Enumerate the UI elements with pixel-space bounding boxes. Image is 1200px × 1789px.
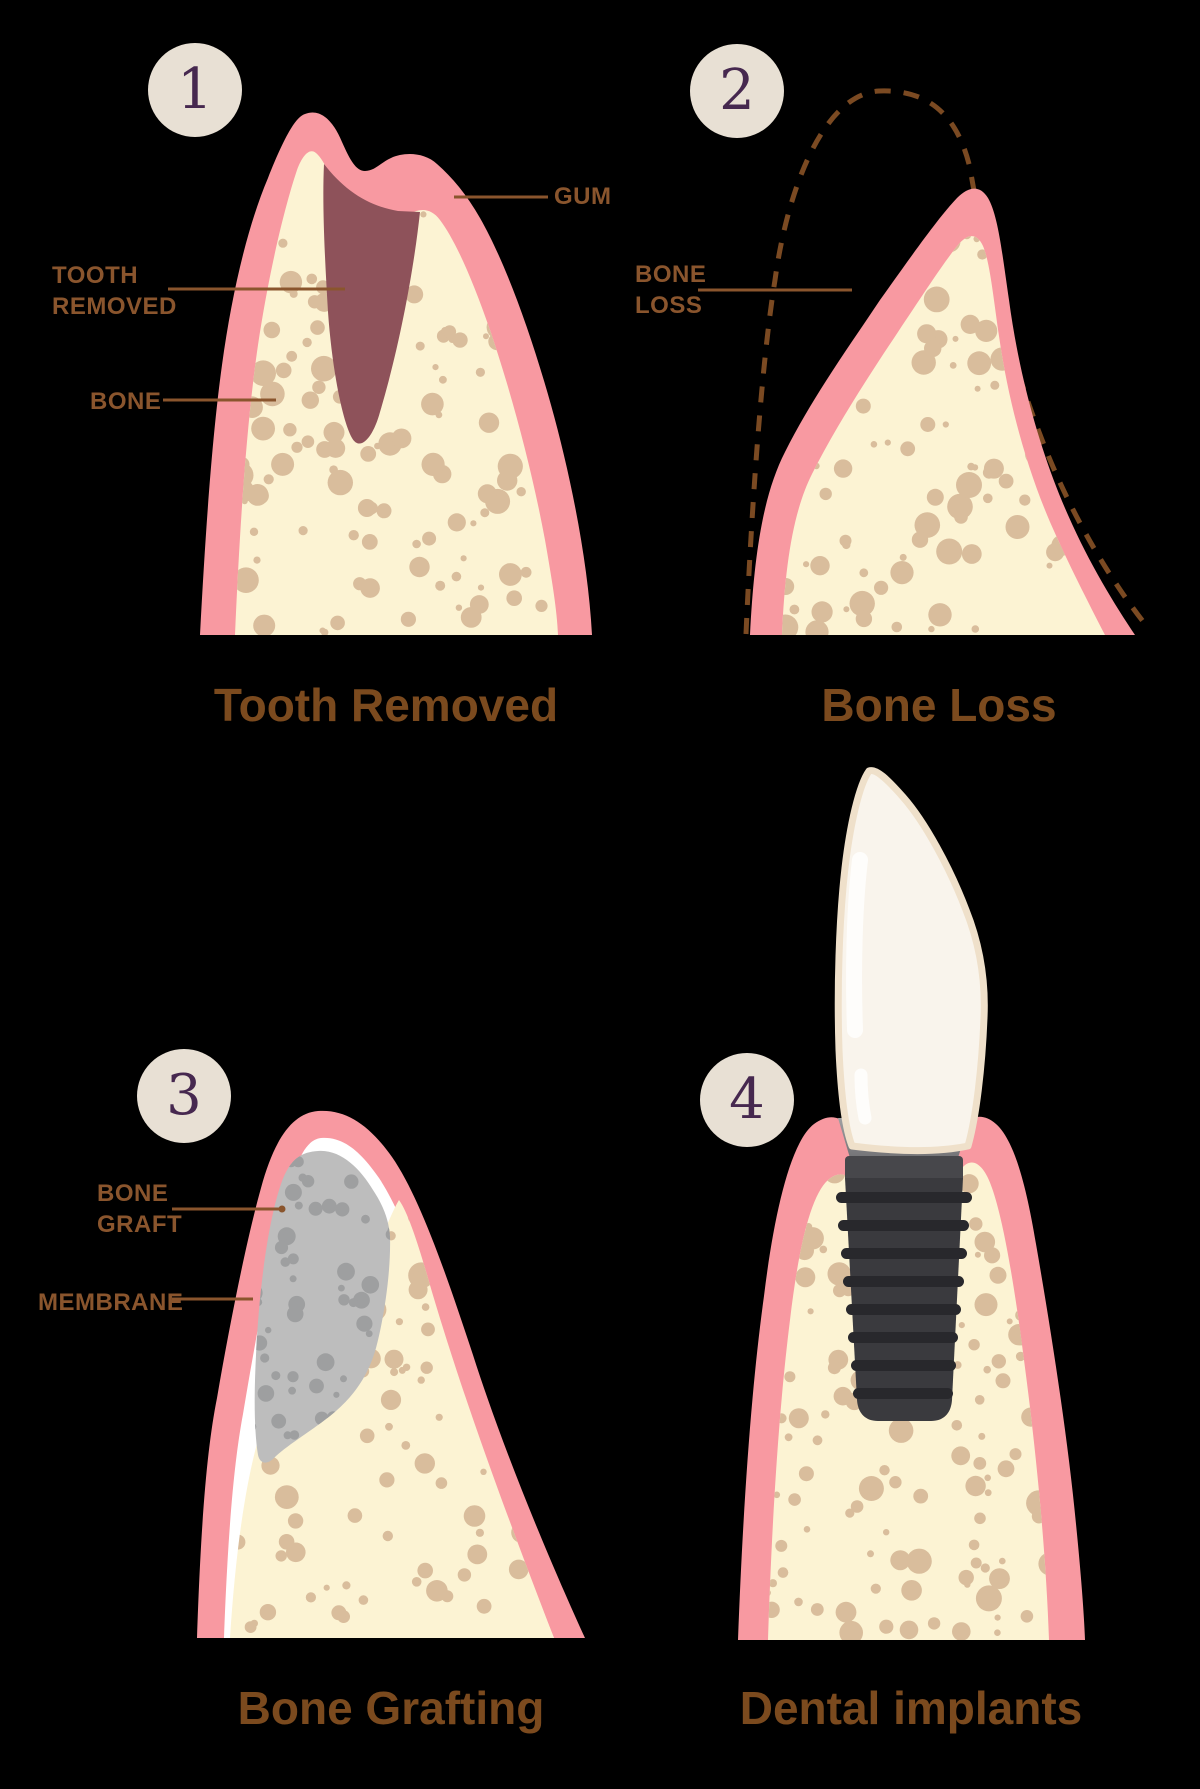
step-badge-1: 1	[148, 43, 242, 137]
step-badge-3: 3	[137, 1049, 231, 1143]
panel1-title: Tooth Removed	[213, 679, 559, 731]
label-bone-loss: BONE LOSS	[635, 261, 707, 319]
label-membrane: MEMBRANE	[38, 1289, 184, 1316]
panel1-bone-shape	[235, 151, 558, 635]
panel1-socket-shape	[323, 164, 420, 444]
panel3-illustration-bone-grafting	[172, 1110, 585, 1638]
crown-highlight	[846, 852, 868, 1038]
implant-crown-tooth	[834, 767, 988, 1154]
panel3-title: Bone Grafting	[237, 1682, 545, 1734]
panel3-bone-shape	[230, 1200, 554, 1638]
label-bone: BONE	[90, 388, 162, 415]
implant-screw	[836, 1156, 972, 1421]
crown-highlight-small	[854, 1068, 872, 1125]
label-gum: GUM	[554, 183, 612, 210]
panel1-illustration-tooth-removed	[163, 112, 592, 635]
panel2-original-contour-dashed	[743, 88, 1151, 635]
step-number-2: 2	[719, 58, 755, 123]
panel2-illustration-bone-loss	[698, 88, 1151, 635]
panel4-title: Dental implants	[739, 1682, 1083, 1734]
step-number-3: 3	[166, 1063, 202, 1128]
step-badge-2: 2	[690, 44, 784, 138]
step-badge-4: 4	[700, 1053, 794, 1147]
label-bone-graft: BONE GRAFT	[97, 1180, 183, 1238]
panel1-label-lines	[163, 195, 548, 402]
step-number-1: 1	[177, 57, 213, 122]
step-number-4: 4	[729, 1067, 765, 1132]
panel2-title: Bone Loss	[821, 679, 1057, 731]
panel3-label-lines	[172, 1205, 286, 1301]
implant-screw-threads	[836, 1192, 972, 1399]
label-tooth-removed: TOOTH REMOVED	[52, 262, 177, 320]
panel4-illustration-dental-implant	[738, 767, 1085, 1640]
